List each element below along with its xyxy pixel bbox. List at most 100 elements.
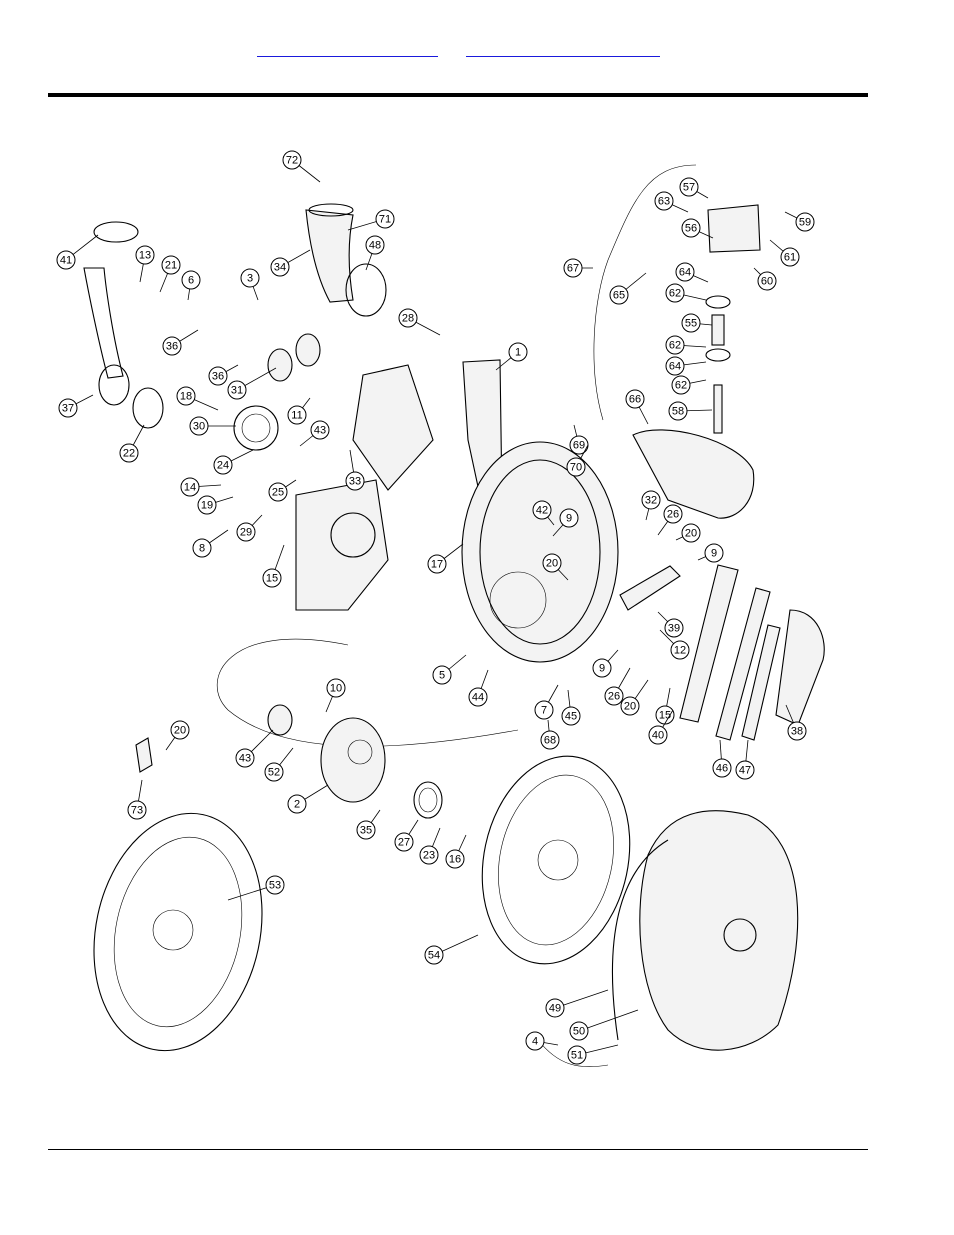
callout-number: 9 [599,663,605,675]
callout-number: 32 [645,495,657,507]
callout-39: 39 [664,618,684,638]
callout-number: 11 [291,410,302,422]
callout-34: 34 [270,257,290,277]
seal-ring-48 [345,263,387,317]
callout-21: 21 [161,255,181,275]
callout-48: 48 [365,235,385,255]
callout-number: 26 [667,509,679,521]
callout-13: 13 [135,245,155,265]
callout-64: 64 [665,356,685,376]
callout-number: 20 [624,701,636,713]
callout-20: 20 [681,523,701,543]
callout-14: 14 [180,477,200,497]
callout-number: 67 [567,263,579,275]
callout-12: 12 [670,640,690,660]
callout-number: 34 [274,262,286,274]
callout-41: 41 [56,250,76,270]
callout-number: 62 [669,340,681,352]
callout-20: 20 [542,553,562,573]
callout-46: 46 [712,758,732,778]
callout-number: 72 [286,155,298,167]
callout-number: 40 [652,730,664,742]
header-link-1[interactable] [257,42,438,57]
callout-number: 33 [349,476,361,488]
callout-number: 64 [669,361,681,373]
callout-number: 27 [398,837,410,849]
callout-5: 5 [432,665,452,685]
callout-number: 37 [62,403,74,415]
callout-63: 63 [654,191,674,211]
callout-53: 53 [265,875,285,895]
callout-number: 8 [199,543,205,555]
seal-ring-22 [132,387,164,429]
callout-57: 57 [679,177,699,197]
callout-number: 63 [658,196,670,208]
callout-38: 38 [787,721,807,741]
callout-number: 56 [685,223,697,235]
callout-20: 20 [620,696,640,716]
callout-number: 12 [674,645,686,657]
callout-number: 4 [532,1036,538,1048]
callout-number: 13 [139,250,151,262]
meter-housing [461,441,619,663]
callout-70: 70 [566,457,586,477]
seal-ring-37 [98,364,130,406]
callout-number: 20 [174,725,186,737]
callout-42: 42 [532,500,552,520]
callout-16: 16 [445,849,465,869]
callout-4: 4 [525,1031,545,1051]
brush-38 [775,609,825,726]
callout-66: 66 [625,389,645,409]
callout-51: 51 [567,1045,587,1065]
callout-leader-50 [578,1009,639,1032]
callout-29: 29 [236,522,256,542]
header-link-2[interactable] [466,42,660,57]
callout-45: 45 [561,706,581,726]
callout-23: 23 [419,845,439,865]
callout-number: 62 [669,288,681,300]
callout-number: 3 [247,273,253,285]
callout-number: 42 [536,505,548,517]
callout-number: 64 [679,267,691,279]
callout-number: 21 [165,260,177,272]
callout-64: 64 [675,262,695,282]
callout-number: 50 [573,1026,585,1038]
callout-number: 68 [544,735,556,747]
seed-disc-53 [93,812,263,1052]
callout-number: 20 [546,558,558,570]
callout-number: 71 [379,214,391,226]
callout-71: 71 [375,209,395,229]
callout-number: 69 [573,440,585,452]
callout-number: 35 [360,825,372,837]
callout-number: 41 [60,255,72,267]
housing-plate [352,364,434,491]
callout-52: 52 [264,762,284,782]
callout-15: 15 [262,568,282,588]
callout-47: 47 [735,760,755,780]
callout-62: 62 [665,335,685,355]
callout-number: 44 [472,692,484,704]
callout-9: 9 [559,508,579,528]
callout-number: 9 [566,513,572,525]
callout-8: 8 [192,538,212,558]
sprocket [233,405,279,451]
callout-36: 36 [208,366,228,386]
callout-number: 62 [675,380,687,392]
callout-61: 61 [780,247,800,267]
callout-2: 2 [287,794,307,814]
brush-strip-40 [679,564,739,723]
callout-number: 54 [428,950,440,962]
callout-number: 58 [672,406,684,418]
callout-62: 62 [665,283,685,303]
callout-27: 27 [394,832,414,852]
callout-number: 2 [294,799,300,811]
callout-number: 59 [799,217,811,229]
callout-72: 72 [282,150,302,170]
seed-hose [83,267,124,379]
callout-number: 48 [369,240,381,252]
brush-strip-46 [715,587,771,741]
callout-1: 1 [508,342,528,362]
callout-55: 55 [681,313,701,333]
